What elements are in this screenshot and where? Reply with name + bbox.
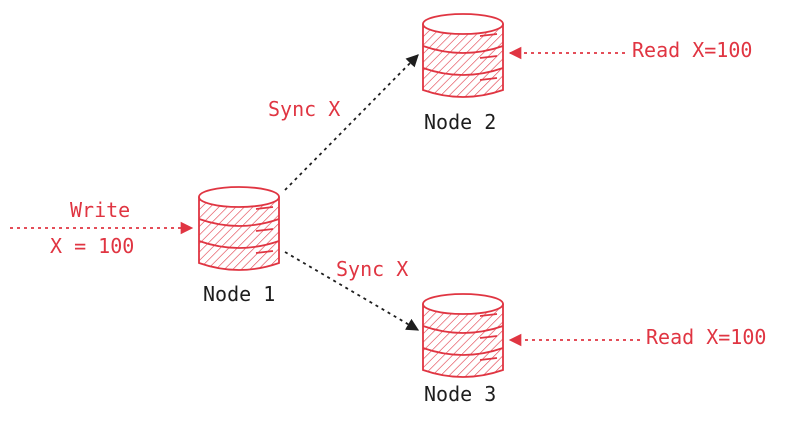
write-label: Write — [70, 198, 131, 222]
node-2-label: Node 2 — [424, 110, 497, 134]
write-value-label: X = 100 — [50, 234, 135, 258]
sync-label-node-2: Sync X — [268, 97, 341, 121]
sync-arrow-to-node-3 — [284, 251, 420, 331]
node-2-database-icon — [422, 13, 504, 98]
node-1-label: Node 1 — [203, 282, 276, 306]
sync-label-node-3: Sync X — [336, 257, 409, 281]
node-3-label: Node 3 — [424, 382, 497, 406]
node-3-database-icon — [422, 293, 504, 378]
node-1-database-icon — [198, 186, 280, 271]
read-label-node-3: Read X=100 — [646, 325, 767, 349]
read-label-node-2: Read X=100 — [632, 38, 753, 62]
sync-arrow-to-node-2 — [284, 54, 419, 191]
